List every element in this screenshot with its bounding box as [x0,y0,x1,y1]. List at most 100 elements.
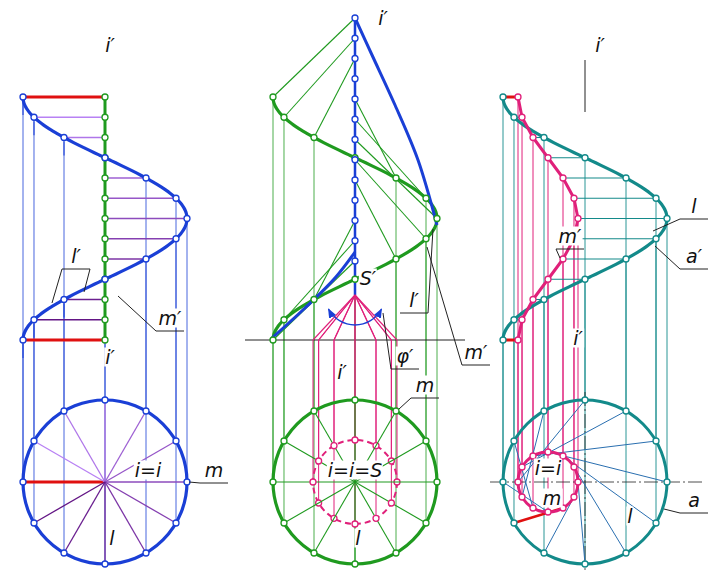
radius-line [23,481,105,484]
point-marker [623,175,629,181]
point-marker [545,276,551,282]
point-marker [571,195,577,201]
point-marker [143,256,149,262]
point-marker [500,337,506,343]
helix-curve [503,97,667,340]
point-marker [500,479,506,485]
label-shelf [62,269,90,270]
generatrix-line [23,96,105,99]
point-marker [575,216,581,222]
radius-line [105,482,176,523]
point-marker [270,479,276,485]
view-label: m′ [558,227,583,246]
point-marker [352,116,358,122]
tick-line [33,324,34,338]
projection-line [33,320,34,523]
leader-line [189,482,200,483]
point-marker [545,155,551,161]
point-marker [102,337,108,343]
generatrix-line [578,218,667,219]
projection-line [578,219,579,483]
radius-line [64,482,105,553]
point-marker [31,438,37,444]
point-marker [653,438,659,444]
view-label: m [204,461,225,480]
point-marker [511,438,517,444]
point-marker [664,479,670,485]
projection-line [314,300,315,554]
view-label: i=i [134,461,162,480]
point-marker [623,256,629,262]
point-marker [270,337,276,343]
cone-line [354,295,355,340]
point-marker [575,479,581,485]
point-marker [352,76,358,82]
point-marker [20,479,26,485]
projection-line [318,340,319,503]
point-marker [143,175,149,181]
edge-helix-curve [518,97,578,340]
generatrix-line [355,119,426,198]
radius-line [34,441,105,482]
point-marker [623,408,629,414]
point-marker [281,317,287,323]
tick-line [64,142,65,156]
point-marker [311,550,317,556]
point-marker [653,236,659,242]
helix-curve [273,97,437,340]
projection-line [563,259,564,508]
point-marker [352,521,358,527]
point-marker [519,114,525,120]
projection-line [391,340,392,503]
leader-lines [52,219,708,513]
tangent-line [548,452,667,482]
generatrix-line [548,279,585,280]
generatrix-line [105,218,187,219]
point-marker [388,500,394,506]
label-shelf [400,313,428,314]
radius-line [284,482,355,523]
point-marker [173,438,179,444]
point-marker [623,550,629,556]
view-label: a [687,491,701,510]
point-marker [393,550,399,556]
point-marker [316,458,322,464]
point-marker [530,135,536,141]
point-marker [352,238,358,244]
point-marker [519,464,525,470]
leader-line [52,269,62,303]
point-marker [281,520,287,526]
point-marker [270,94,276,100]
point-marker [331,443,337,449]
view-label: i′ [377,9,389,28]
generatrix-line [23,339,105,342]
generatrix-line [284,38,355,117]
point-marker [31,520,37,526]
point-marker [519,317,525,323]
point-marker [352,276,358,282]
projection-line [273,97,274,482]
generatrix-line [105,258,146,259]
view-label: l′ [408,291,420,310]
label-shelf [680,219,708,220]
radius-line [64,411,105,482]
generatrix-line [64,137,105,138]
point-marker [102,94,108,100]
helix-top-view [503,400,667,564]
point-marker [423,438,429,444]
projection-line [656,239,657,523]
leader-line [556,249,560,258]
point-marker [352,258,358,264]
projection-line [518,340,519,482]
point-marker [519,494,525,500]
center-line [490,482,705,483]
oblique-helicoid-view [245,15,465,567]
point-marker [20,94,26,100]
point-marker [571,494,577,500]
point-marker [102,114,108,120]
point-marker [102,297,108,303]
point-marker [143,550,149,556]
generatrix-line [548,157,585,158]
label-shelf [556,249,584,250]
